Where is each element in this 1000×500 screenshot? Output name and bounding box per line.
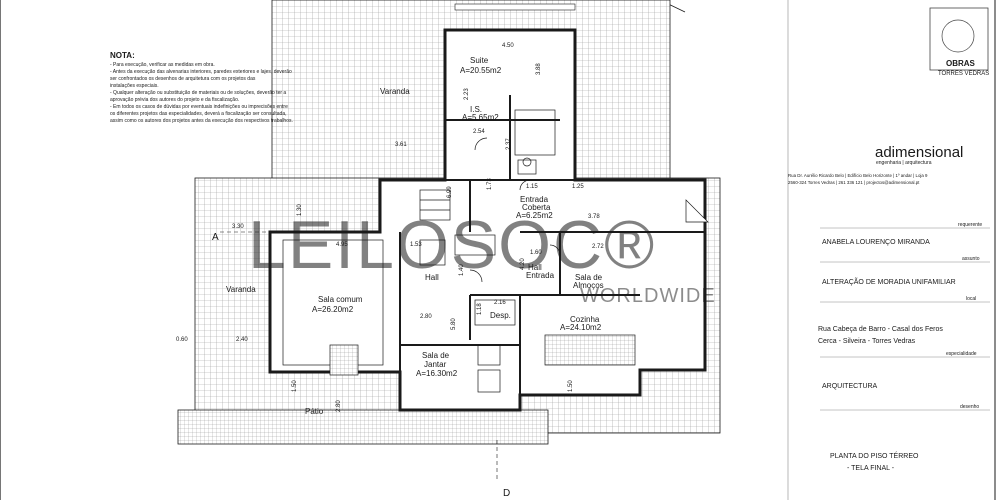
note-title: NOTA:: [110, 51, 135, 60]
section-marker-d: D: [503, 488, 510, 499]
room-hall-name: Hall: [425, 273, 439, 282]
room-entrada-coberta-name2: Coberta: [522, 203, 551, 212]
desenho-value: PLANTA DO PISO TÉRREO: [830, 451, 919, 460]
note-line: - Em todos os casos de dúvidas por event…: [110, 104, 288, 110]
room-entrada-coberta-name: Entrada: [520, 195, 549, 204]
room-sala-almocos-name: Sala de: [575, 273, 603, 282]
stair-edge: [454, 3, 576, 11]
firm-name: adimensional: [875, 144, 963, 161]
room-sala-almocos-name2: Almoços: [573, 281, 604, 290]
room-hall-entrada-name2: Entrada: [526, 271, 555, 280]
note-line: assim como os autores dos projetos antes…: [110, 118, 293, 124]
dim-1-50-right: 1.50: [568, 380, 574, 392]
watermark-text: LEILOSOC®: [248, 207, 656, 283]
note-line: - Para execução, verificar as medidas em…: [110, 62, 215, 68]
room-labels: Suite A=20.55m2 I.S. A=5.65m2 Entrada Co…: [226, 56, 604, 416]
room-hall-entrada-name: Hall: [528, 263, 542, 272]
dim-6-99: 6.99: [447, 186, 453, 198]
dim-3-61: 3.61: [395, 142, 407, 148]
room-sala-jantar-name2: Jantar: [424, 360, 447, 369]
room-is-name: I.S.: [470, 105, 482, 114]
local-line-1: Rua Cabeça de Barro - Casal dos Feros: [818, 326, 943, 333]
room-cozinha-area: A=24.10m2: [560, 323, 602, 332]
dim-3-88: 3.88: [536, 63, 542, 75]
fixtures: [282, 109, 636, 393]
label-requerente: requerente: [958, 222, 982, 228]
dim-3-78: 3.78: [588, 214, 600, 220]
room-suite-name: Suite: [470, 56, 489, 65]
dim-2-80-v: 2.80: [336, 400, 342, 412]
dim-1-53: 1.53: [410, 242, 422, 248]
dim-2-23: 2.23: [464, 88, 470, 100]
room-desp-name: Desp.: [490, 311, 511, 320]
dim-2-72: 2.72: [592, 244, 604, 250]
room-cozinha-name: Cozinha: [570, 315, 600, 324]
municipal-stamp: TORRES VEDRAS OBRAS: [929, 7, 989, 77]
dim-1-60: 1.60: [530, 250, 542, 256]
label-local: local: [966, 296, 976, 302]
dim-2-16: 2.16: [494, 300, 506, 306]
note-line: os diferentes projetos das especialidade…: [110, 111, 287, 117]
room-pateo: Pátio: [305, 407, 324, 416]
dim-1-40: 1.40: [459, 264, 465, 276]
room-sala-jantar-name: Sala de: [422, 351, 450, 360]
label-desenho: desenho: [960, 404, 979, 410]
dim-4-95: 4.95: [336, 242, 348, 248]
especialidade-value: ARQUITECTURA: [822, 383, 878, 390]
title-block: adimensional engenharia | arquitectura R…: [788, 144, 990, 472]
dim-5-80: 5.80: [451, 318, 457, 330]
requerente-value: ANABELA LOURENÇO MIRANDA: [822, 239, 930, 246]
stamp-sub: OBRAS: [946, 59, 976, 68]
room-sala-comum-name: Sala comum: [318, 295, 363, 304]
dim-0-60: 0.60: [176, 337, 188, 343]
watermark-sub: WORLDWIDE: [580, 285, 716, 307]
note-line: aprovação prévia dos autores do projeto …: [110, 97, 239, 103]
room-suite-area: A=20.55m2: [460, 66, 502, 75]
dim-2-80-h: 2.80: [420, 314, 432, 320]
assunto-value: ALTERAÇÃO DE MORADIA UNIFAMILIAR: [822, 277, 956, 286]
terrace-pateo: [177, 409, 549, 445]
room-entrada-coberta-area: A=6.25m2: [516, 211, 553, 220]
note-line: - Antes da execução das alvenarias inter…: [110, 69, 292, 75]
firm-address-1: Rua Dr. Aurélio Ricardo Belo | Edifício …: [788, 173, 928, 178]
firm-address-2: 2560-324 Torres Vedras | 261 336 121 | p…: [788, 180, 920, 185]
dim-1-15: 1.15: [526, 184, 538, 190]
dim-3-30: 3.30: [232, 224, 244, 230]
room-varanda-top: Varanda: [380, 87, 410, 96]
firm-sub: engenharia | arquitectura: [876, 160, 932, 166]
dim-2-40: 2.40: [236, 337, 248, 343]
section-marker-a: A: [212, 232, 219, 243]
dimension-labels: 4.50 3.88 2.23 2.54 2.37 3.61 6.99 1.73 …: [176, 43, 604, 412]
dim-1-73: 1.73: [487, 178, 493, 190]
room-varanda-left: Varanda: [226, 285, 256, 294]
desenho-sub: - TELA FINAL -: [847, 465, 895, 472]
label-especialidade: especialidade: [946, 351, 977, 357]
house-outline: [268, 28, 707, 412]
note-line: ser confrontados os desenhos de arquitet…: [110, 76, 256, 82]
dim-1-30: 1.30: [297, 204, 303, 216]
dim-1-50-left: 1.50: [292, 380, 298, 392]
room-sala-comum-area: A=26.20m2: [312, 305, 354, 314]
note-line: - Qualquer alteração ou substituição de …: [110, 90, 286, 96]
interior-walls: [399, 95, 705, 395]
dim-2-54: 2.54: [473, 129, 485, 135]
dim-1-18: 1.18: [477, 303, 483, 315]
stamp-text: TORRES VEDRAS: [938, 71, 989, 77]
roof-marker: [685, 199, 709, 223]
label-assunto: assunto: [962, 256, 980, 262]
local-line-2: Cerca - Silveira - Torres Vedras: [818, 338, 916, 345]
note-block: NOTA: - Para execução, verificar as medi…: [110, 51, 293, 124]
room-sala-jantar-area: A=16.30m2: [416, 369, 458, 378]
dim-4-20: 4.20: [520, 258, 526, 270]
dim-2-37: 2.37: [506, 138, 512, 150]
dim-1-25: 1.25: [572, 184, 584, 190]
note-line: instalações especiais.: [110, 83, 159, 89]
room-is-area: A=5.65m2: [462, 113, 499, 122]
dim-4-50: 4.50: [502, 43, 514, 49]
